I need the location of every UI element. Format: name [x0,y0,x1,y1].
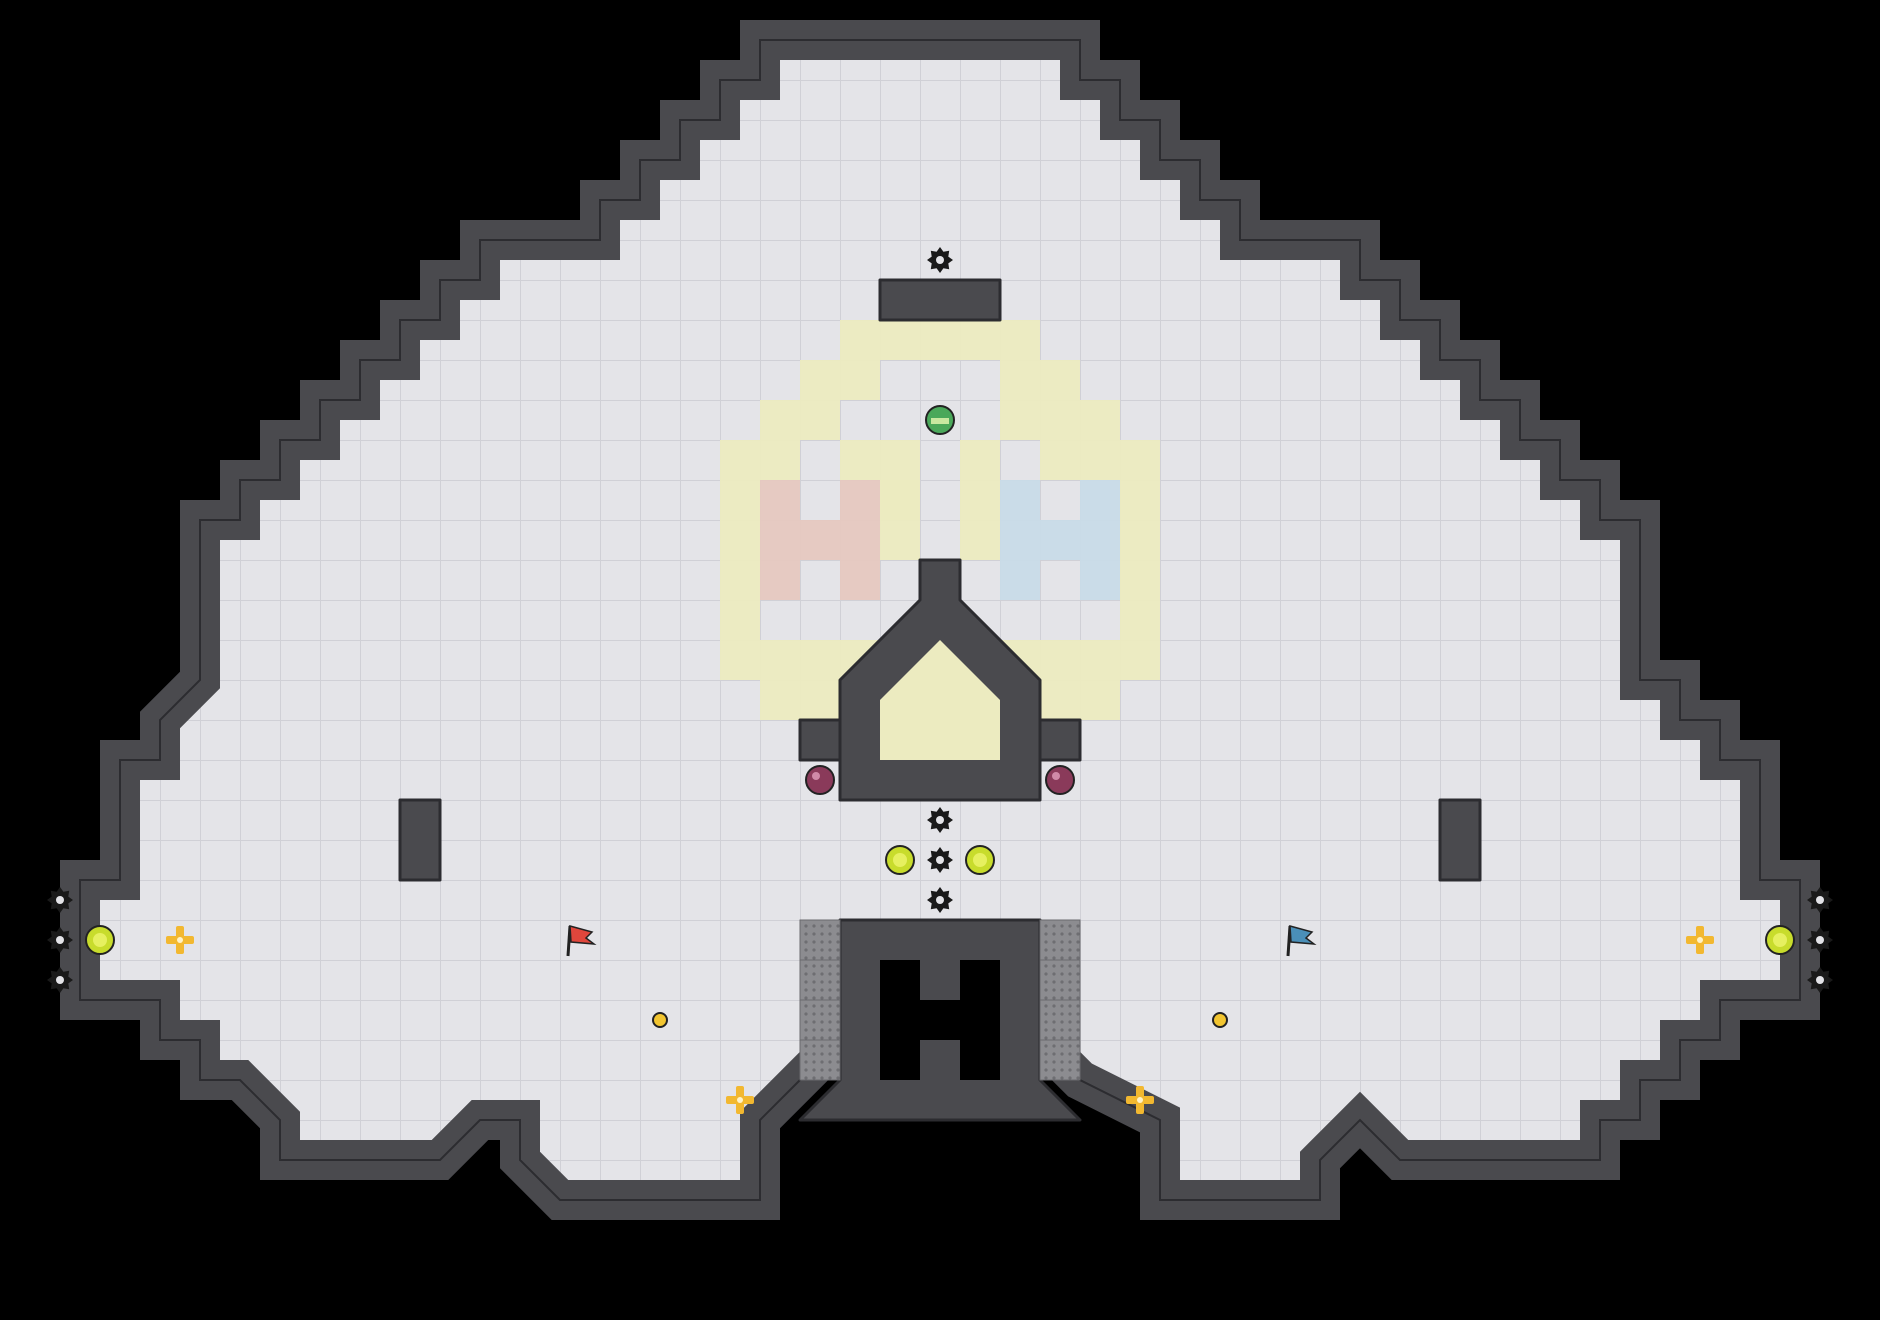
powerup-icon [1126,1086,1154,1114]
blue-pad [1080,480,1120,600]
juke-juice-icon [925,405,955,435]
boost-pad-icon [965,845,995,875]
yellow-pad [960,440,1000,480]
spike-icon [1807,967,1833,993]
yellow-pad [880,480,920,560]
yellow-pad [720,440,800,480]
spike-icon [47,967,73,993]
gate-tile [799,959,841,1001]
powerup-icon [726,1086,754,1114]
powerup-icon [1686,926,1714,954]
bomb-icon [805,765,835,795]
gate-tile [799,1039,841,1081]
red-pad [760,480,800,600]
gate-tile [799,919,841,961]
yellow-pad [840,320,1040,360]
yellow-pad [1000,400,1120,440]
yellow-pad [800,360,880,400]
yellow-pad [1120,480,1160,640]
yellow-pad [840,440,920,480]
yellow-pad [760,680,840,720]
gate-tile [1039,999,1081,1041]
spike-icon [927,847,953,873]
yellow-pad [1000,360,1080,400]
center-arrow-inner-pad [880,640,1000,760]
spike-icon [47,927,73,953]
gate-tile [799,999,841,1041]
boost-pad-icon [1765,925,1795,955]
red-flag-icon [566,925,597,957]
button-icon [1212,1012,1228,1028]
blue-pad [1040,520,1080,560]
right-pillar-wall [1438,798,1482,882]
red-pad [800,520,840,560]
yellow-pad [960,480,1000,560]
objects-layer [47,247,1833,1114]
spike-icon [47,887,73,913]
powerup-icon [166,926,194,954]
yellow-pad [760,400,840,440]
yellow-pad [1040,680,1120,720]
boost-pad-icon [885,845,915,875]
spike-icon [1807,887,1833,913]
button-icon [652,1012,668,1028]
gate-tile [1039,1039,1081,1081]
top-bar-wall [878,278,1002,322]
blue-flag-icon [1286,925,1317,957]
yellow-pad [1040,440,1160,480]
spike-icon [927,247,953,273]
gate-tile [1039,959,1081,1001]
bottom-h-hole [880,960,1000,1080]
spike-icon [927,887,953,913]
blue-pad [1000,480,1040,600]
boost-pad-icon [85,925,115,955]
spike-icon [1807,927,1833,953]
red-pad [840,480,880,600]
spike-icon [927,807,953,833]
yellow-pad [720,480,760,640]
bomb-icon [1045,765,1075,795]
gate-tile [1039,919,1081,961]
left-pillar-wall [398,798,442,882]
